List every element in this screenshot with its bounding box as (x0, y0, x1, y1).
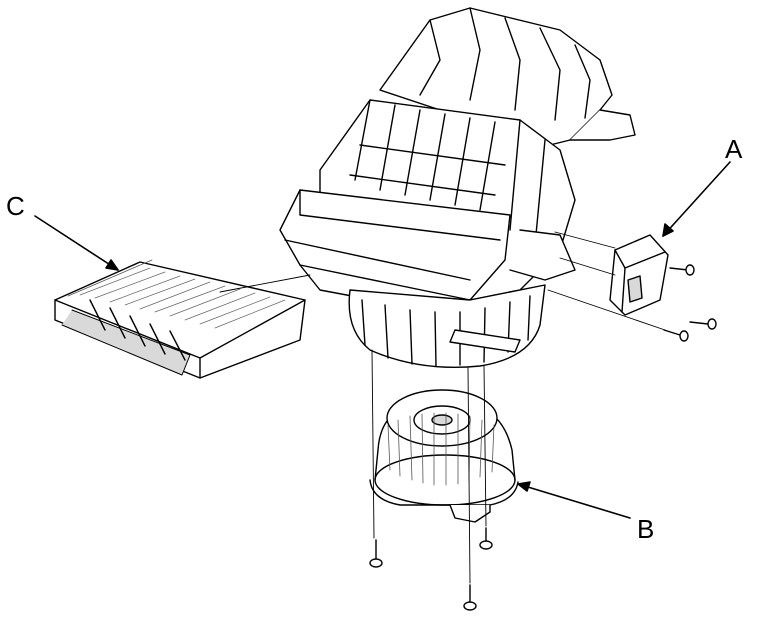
blower-motor (369, 389, 519, 523)
callout-label-a: A (725, 134, 743, 164)
screw (369, 539, 383, 568)
screw (463, 584, 477, 611)
callout-arrow-a (662, 161, 731, 237)
screw (689, 318, 717, 330)
cabin-air-filter (54, 259, 306, 379)
screw (663, 329, 689, 342)
callout-arrow-b (517, 481, 631, 519)
screw (669, 264, 695, 276)
screw-set (369, 264, 717, 611)
callout-label-b: B (637, 514, 655, 544)
callout-label-c: C (6, 191, 25, 221)
callout-arrow-c (34, 215, 119, 271)
assembly-lines (219, 231, 666, 584)
blower-housing (279, 7, 636, 368)
screw (479, 527, 493, 550)
blower-resistor (609, 234, 669, 316)
